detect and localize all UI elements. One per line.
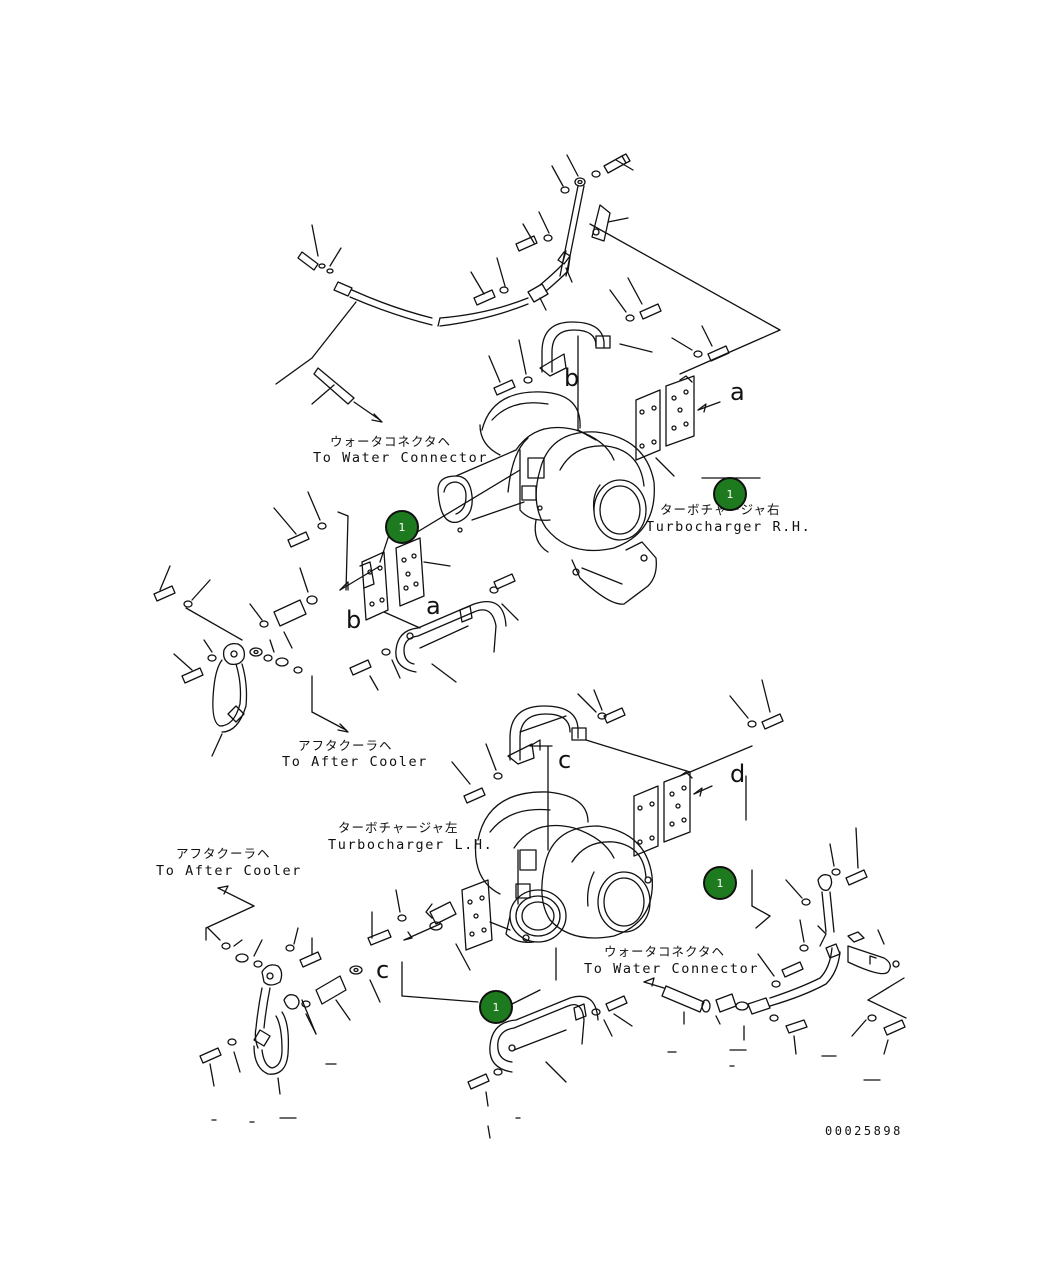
ref-letter-c-upper: c [558,746,572,774]
turbocharger-rh-jp: ターボチャージャ右 [660,502,781,517]
ref-letter-b-lower: b [346,606,362,634]
ref-letter-a-lower: a [426,592,441,620]
after-cooler-mid-jp: アフタクーラヘ [298,738,393,753]
water-connector-top-jp: ウォータコネクタヘ [330,434,452,449]
turbocharger-rh [437,391,657,605]
ref-letter-a-upper: a [730,378,745,406]
water-connector-bottom-jp: ウォータコネクタヘ [604,944,726,959]
callout-leader [511,989,541,1005]
ref-letter-c-lower: c [376,956,390,984]
drawing-number: 00025898 [825,1124,903,1138]
lower-left-oil-feed-assembly [199,879,633,1139]
water-connector-top-en: To Water Connector [313,450,489,466]
after-cooler-left-en: To After Cooler [156,863,302,879]
part-callout-1[interactable]: 1 [703,866,737,900]
upper-oil-tube-and-gaskets [488,223,781,477]
turbocharger-lh [474,791,653,981]
turbocharger-lh-jp: ターボチャージャ左 [338,820,459,835]
after-cooler-left-jp: アフタクーラヘ [176,846,271,861]
ref-letter-d: d [730,760,746,788]
part-callout-1[interactable]: 1 [385,510,419,544]
part-callout-1[interactable]: 1 [479,990,513,1024]
upper-water-hose-assembly [275,153,634,423]
ref-letter-b-upper: b [564,364,580,392]
turbocharger-lh-en: Turbocharger L.H. [328,837,494,853]
part-callout-1[interactable]: 1 [713,477,747,511]
after-cooler-mid-en: To After Cooler [282,754,428,770]
turbocharger-rh-en: Turbocharger R.H. [646,519,812,535]
water-connector-bottom-en: To Water Connector [584,961,760,977]
upper-left-oil-feed-assembly [153,469,521,757]
lower-oil-tube-c-and-gaskets [451,679,784,929]
lower-right-water-hose-assembly [643,827,907,1081]
